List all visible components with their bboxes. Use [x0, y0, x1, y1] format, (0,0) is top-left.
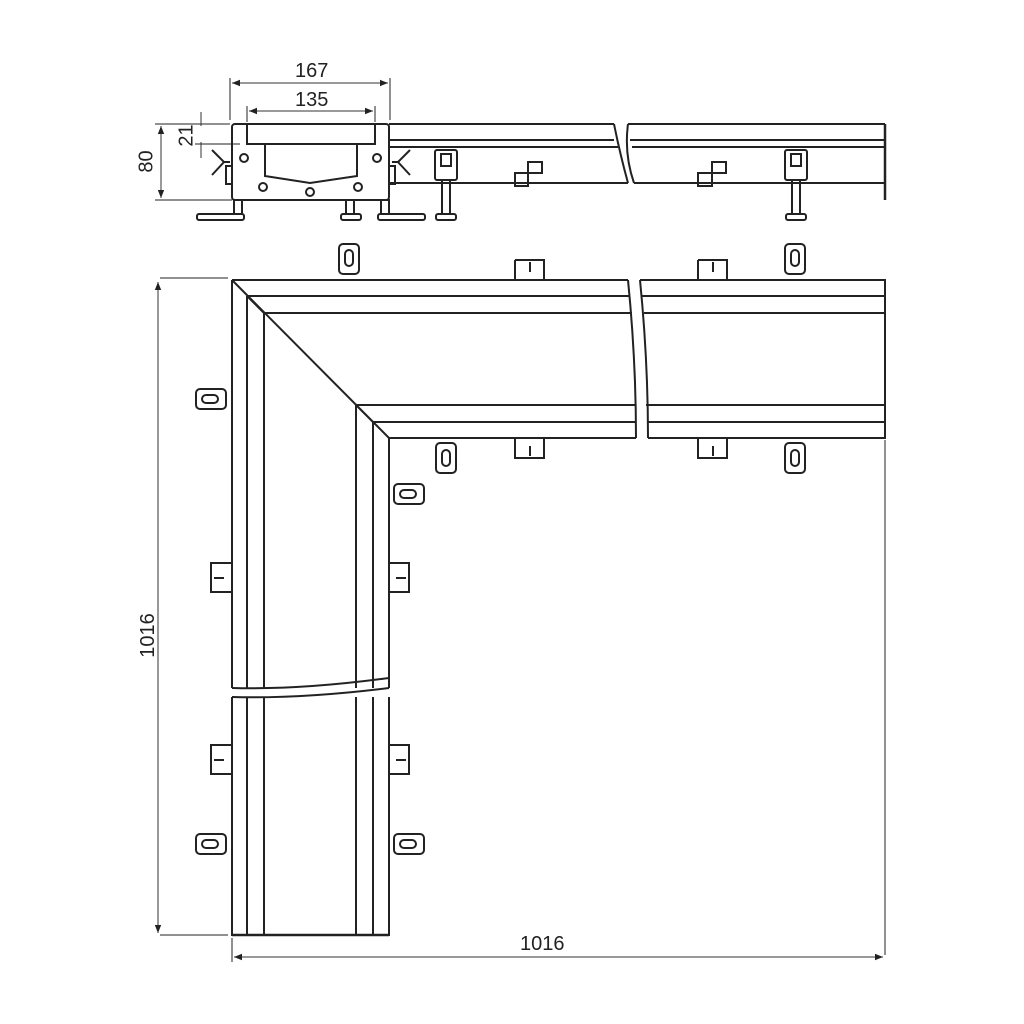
section-view	[155, 78, 887, 221]
plan-view	[154, 243, 886, 962]
leveling-foot	[434, 149, 458, 221]
leveling-foot	[784, 149, 808, 221]
dim-depth-top: 21	[175, 124, 198, 147]
dim-side-horizontal: 1016	[520, 933, 565, 955]
dim-side-vertical: 1016	[136, 613, 159, 658]
dim-outer-width: 167	[295, 60, 329, 82]
mounting-brackets	[195, 243, 806, 855]
dim-inner-width: 135	[295, 89, 329, 111]
dim-height: 80	[135, 150, 158, 173]
